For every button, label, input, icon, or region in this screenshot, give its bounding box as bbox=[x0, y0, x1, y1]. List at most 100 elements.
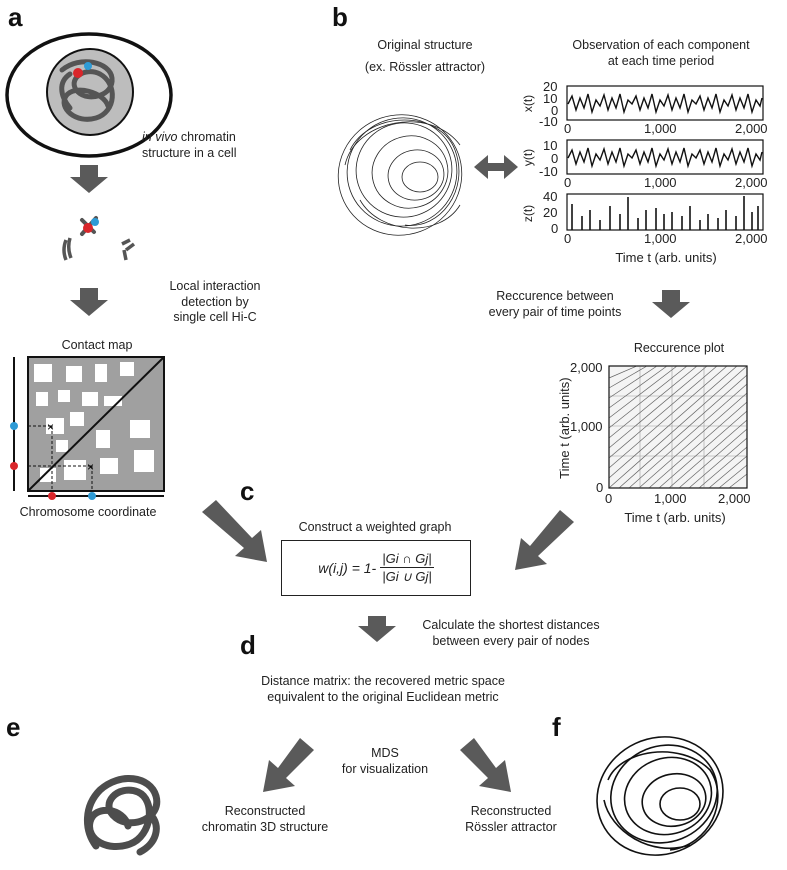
yt-ytick-1: 0 bbox=[551, 151, 559, 166]
mds-caption: MDS for visualization bbox=[320, 746, 450, 777]
weight-formula: w(i,j) = 1- |Gi ∩ Gj| |Gi ∪ Gj| bbox=[281, 540, 471, 596]
cell-caption-line2: structure in a cell bbox=[142, 145, 237, 160]
formula-denominator: |Gi ∪ Gj| bbox=[382, 569, 432, 584]
xt-ytick-1: 10 bbox=[543, 91, 558, 106]
distance-matrix-caption: Distance matrix: the recovered metric sp… bbox=[218, 674, 548, 705]
yt-plot bbox=[566, 139, 764, 175]
contact-map-title: Contact map bbox=[61, 338, 133, 352]
zt-xtick-2: 2,000 bbox=[735, 231, 768, 246]
red-locus-axis-x bbox=[48, 492, 56, 500]
reconstructed-rossler-caption: Reconstructed Rössler attractor bbox=[436, 804, 586, 835]
yt-ytick-2: -10 bbox=[539, 164, 558, 179]
original-line2: (ex. Rössler attractor) bbox=[364, 59, 486, 74]
arrow-d-to-e bbox=[263, 738, 314, 792]
original-line1: Original structure bbox=[377, 38, 473, 52]
rp-ytick-1: 1,000 bbox=[570, 419, 603, 434]
rp-ytick-2: 2,000 bbox=[570, 360, 603, 375]
recurrence-line1: Reccurence between bbox=[496, 289, 614, 303]
shortest-line2: between every pair of nodes bbox=[432, 633, 590, 648]
fragment-right bbox=[121, 238, 136, 261]
blue-locus-axis-x bbox=[88, 492, 96, 500]
chromatin-line2: chromatin 3D structure bbox=[201, 819, 329, 834]
arrow-a-to-c bbox=[202, 500, 267, 562]
recurrence-plot-title: Reccurence plot bbox=[633, 341, 725, 355]
zt-xtick-0: 0 bbox=[564, 231, 572, 246]
cell-caption-italic: in vivo bbox=[142, 130, 178, 144]
fragment-left bbox=[62, 237, 73, 261]
panel-label-e: e bbox=[6, 712, 21, 742]
observation-line1: Observation of each component bbox=[572, 38, 750, 52]
formula-numerator: |Gi ∩ Gj| bbox=[380, 551, 434, 568]
rossler-line2: Rössler attractor bbox=[465, 819, 557, 834]
down-arrow-b bbox=[652, 290, 690, 318]
xt-ytick-0: 20 bbox=[543, 79, 558, 94]
distance-line1: Distance matrix: the recovered metric sp… bbox=[261, 674, 505, 688]
down-arrow-a2 bbox=[70, 288, 108, 316]
rp-xlabel: Time t (arb. units) bbox=[624, 510, 726, 525]
original-structure-caption: Original structure (ex. Rössler attracto… bbox=[350, 38, 500, 75]
yt-xtick-1: 1,000 bbox=[644, 175, 677, 190]
zt-xtick-1: 1,000 bbox=[644, 231, 677, 246]
xt-xtick-1: 1,000 bbox=[644, 121, 677, 136]
hic-line1: Local interaction bbox=[169, 279, 261, 293]
rp-xtick-0: 0 bbox=[605, 491, 613, 506]
rp-xtick-1: 1,000 bbox=[654, 491, 687, 506]
formula-lhs: w(i,j) = 1- bbox=[318, 560, 377, 576]
arrow-b-to-c bbox=[515, 510, 574, 570]
zt-ytick-2: 0 bbox=[551, 221, 559, 236]
weighted-graph-title: Construct a weighted graph bbox=[298, 520, 452, 534]
hic-line2: detection by bbox=[181, 294, 249, 309]
recurrence-caption: Reccurence between every pair of time po… bbox=[470, 289, 640, 320]
xt-xtick-0: 0 bbox=[564, 121, 572, 136]
recurrence-line2: every pair of time points bbox=[488, 304, 622, 319]
yt-xtick-0: 0 bbox=[564, 175, 572, 190]
rp-ytick-0: 0 bbox=[596, 480, 604, 495]
mds-line2: for visualization bbox=[341, 761, 429, 776]
mds-line1: MDS bbox=[371, 746, 399, 760]
yt-xtick-2: 2,000 bbox=[735, 175, 768, 190]
distance-line2: equivalent to the original Euclidean met… bbox=[267, 689, 499, 704]
formula-fraction: |Gi ∩ Gj| |Gi ∪ Gj| bbox=[380, 551, 434, 585]
red-locus-cell bbox=[73, 68, 83, 78]
contact-map: × × bbox=[27, 356, 165, 492]
crosslink-fragment bbox=[80, 216, 98, 236]
red-locus-fragment bbox=[83, 223, 93, 233]
down-arrow-c bbox=[358, 616, 396, 642]
down-arrow-a1 bbox=[70, 165, 108, 193]
xt-ylabel: x(t) bbox=[521, 94, 536, 113]
xt-ytick-2: 0 bbox=[551, 103, 559, 118]
panel-label-a: a bbox=[8, 2, 23, 32]
rp-xtick-2: 2,000 bbox=[718, 491, 751, 506]
chromatin-fiber bbox=[59, 59, 115, 122]
rossler-attractor bbox=[337, 114, 463, 236]
svg-text:×: × bbox=[47, 420, 54, 434]
cell-caption-rest: chromatin bbox=[177, 130, 236, 144]
chromosome-coordinate-label: Chromosome coordinate bbox=[19, 505, 157, 519]
blue-locus-cell bbox=[84, 62, 92, 70]
reconstructed-chromatin bbox=[83, 775, 161, 856]
recurrence-plot bbox=[608, 365, 748, 489]
reconstructed-rossler bbox=[596, 736, 724, 856]
svg-text:×: × bbox=[87, 460, 94, 474]
hic-line3: single cell Hi-C bbox=[173, 310, 257, 325]
red-locus-axis-y bbox=[10, 462, 18, 470]
blue-locus-fragment bbox=[91, 218, 99, 226]
double-arrow bbox=[474, 155, 518, 179]
time-axis-label: Time t (arb. units) bbox=[615, 250, 717, 265]
zt-ytick-1: 20 bbox=[543, 205, 558, 220]
panel-label-f: f bbox=[552, 712, 561, 742]
shortest-line1: Calculate the shortest distances bbox=[422, 618, 600, 632]
yt-ylabel: y(t) bbox=[521, 148, 536, 167]
blue-locus-axis-y bbox=[10, 422, 18, 430]
chromatin-line1: Reconstructed bbox=[224, 804, 306, 818]
zt-ylabel: z(t) bbox=[521, 204, 536, 223]
yt-ytick-0: 10 bbox=[543, 138, 558, 153]
cell-caption: in vivo chromatin structure in a cell bbox=[142, 130, 272, 161]
rossler-line1: Reconstructed bbox=[470, 804, 552, 818]
observation-caption: Observation of each component at each ti… bbox=[556, 38, 766, 69]
xt-xtick-2: 2,000 bbox=[735, 121, 768, 136]
arrow-d-to-f bbox=[460, 738, 511, 792]
zt-ytick-0: 40 bbox=[543, 189, 558, 204]
shortest-distance-caption: Calculate the shortest distances between… bbox=[396, 618, 626, 649]
panel-label-b: b bbox=[332, 2, 348, 32]
